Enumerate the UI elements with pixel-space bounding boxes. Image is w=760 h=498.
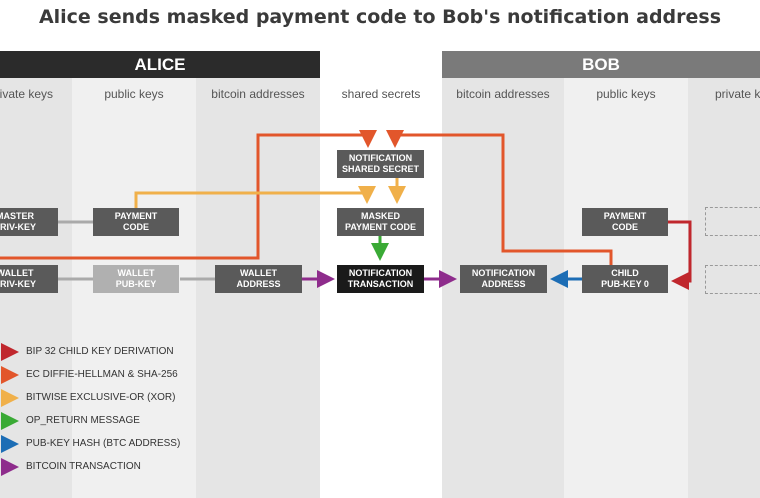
bob-payment-code-box: PAYMENT CODE (582, 208, 668, 236)
colhead-shared: shared secrets (341, 87, 421, 101)
colhead-bob-private: private keys (715, 87, 760, 101)
bob-header: BOB (442, 51, 760, 78)
bob-private-key-placeholder-2 (705, 265, 760, 294)
legend-label: BITWISE EXCLUSIVE-OR (XOR) (26, 392, 176, 403)
legend-arrows (1, 343, 19, 476)
diagram-title: Alice sends masked payment code to Bob's… (38, 6, 722, 28)
notification-address-box: NOTIFICATION ADDRESS (460, 265, 547, 293)
colhead-bob-addresses: bitcoin addresses (456, 87, 550, 101)
colhead-bob-public: public keys (596, 87, 656, 101)
xor-paymentcode-line (134, 186, 376, 208)
masked-payment-code-box: MASKED PAYMENT CODE (337, 208, 424, 236)
bip32-line (668, 220, 692, 290)
legend-label: EC DIFFIE-HELLMAN & SHA-256 (26, 369, 178, 380)
wallet-priv-key-clip: WALLET PRIV-KEY (0, 265, 58, 293)
column-bob-private (688, 78, 760, 498)
wallet-address-box: WALLET ADDRESS (215, 265, 302, 293)
child-pub-key-box: CHILD PUB-KEY 0 (582, 265, 668, 293)
notification-shared-secret-box: NOTIFICATION SHARED SECRET (337, 150, 424, 178)
master-priv-key-clip: MASTER PRIV-KEY (0, 208, 58, 236)
ecdh-bob-line (386, 130, 613, 266)
colhead-alice-private: private keys (0, 87, 54, 101)
legend-label: BIP 32 CHILD KEY DERIVATION (26, 346, 174, 357)
colhead-alice-public: public keys (104, 87, 164, 101)
legend-label: BITCOIN TRANSACTION (26, 461, 141, 472)
alice-payment-code-box: PAYMENT CODE (93, 208, 179, 236)
master-priv-key-box: MASTER PRIV-KEY (0, 208, 58, 236)
notification-transaction-box: NOTIFICATION TRANSACTION (337, 265, 424, 293)
colhead-alice-addresses: bitcoin addresses (211, 87, 305, 101)
alice-header: ALICE (0, 51, 320, 78)
wallet-pub-key-box: WALLET PUB-KEY (93, 265, 179, 293)
legend-label: PUB-KEY HASH (BTC ADDRESS) (26, 438, 181, 449)
ecdh-alice-line (0, 130, 377, 260)
colhead-bob-private-clip: private keys (688, 78, 760, 108)
bob-private-key-placeholder-1 (705, 207, 760, 236)
wallet-priv-key-box: WALLET PRIV-KEY (0, 265, 58, 293)
legend-label: OP_RETURN MESSAGE (26, 415, 140, 426)
